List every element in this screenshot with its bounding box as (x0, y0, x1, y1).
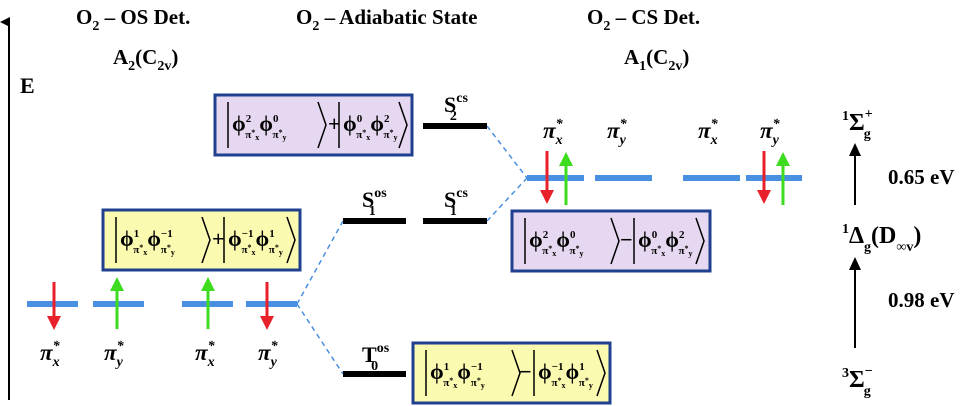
spin-up-arrow (776, 152, 790, 205)
energy-gap-lower: 0.98 eV (888, 288, 955, 312)
svg-text:ϕ1π*xϕ−1π*y: ϕ1π*xϕ−1π*y (120, 226, 175, 257)
header-cs-symmetry: A1(C2v) (624, 45, 689, 74)
adiabatic-state-levels (343, 123, 487, 377)
spin-down-arrow (757, 151, 771, 204)
orbital-label-piy: π*y (258, 339, 279, 370)
cs-orbital-labels: π*x π*y π*x π*y (543, 117, 781, 148)
header-adiabatic: O2 – Adiabatic State (296, 5, 477, 34)
term-sigma-minus: 3Σ−g (842, 364, 873, 399)
correlation-lines (296, 125, 528, 375)
energy-axis-label: E (20, 73, 35, 98)
energy-gap-arrow-upper (849, 143, 861, 205)
term-sigma-plus: 1Σ+g (842, 107, 873, 142)
header-os-symmetry: A2(C2v) (113, 45, 178, 74)
orbital-label-pix: π*x (698, 117, 719, 148)
svg-text:ϕ1π*xϕ−1π*y: ϕ1π*xϕ−1π*y (430, 359, 485, 390)
spin-down-arrow (47, 282, 61, 330)
orbital-label-pix: π*x (195, 339, 216, 370)
spin-down-arrow (540, 151, 554, 204)
term-delta: 1Δg(D∞v) (842, 222, 921, 255)
os-orbital-labels: π*x π*y π*x π*y (40, 339, 279, 370)
spin-up-arrow (559, 152, 573, 205)
orbital-label-pix: π*x (543, 117, 564, 148)
spin-up-arrow (110, 277, 124, 329)
energy-gap-upper: 0.65 eV (888, 165, 955, 189)
orbital-label-pix: π*x (40, 339, 61, 370)
spin-down-arrow (260, 282, 274, 330)
orbital-label-piy: π*y (760, 117, 781, 148)
orbital-label-piy: π*y (104, 339, 125, 370)
svg-text:−: − (620, 227, 633, 252)
orbital-label-piy: π*y (607, 117, 628, 148)
os-electron-arrows (47, 277, 274, 330)
header-os-det: O2 – OS Det. (76, 5, 190, 34)
svg-text:+: + (212, 226, 225, 251)
header-cs-det: O2 – CS Det. (587, 5, 700, 34)
spin-up-arrow (201, 277, 215, 329)
svg-text:−: − (519, 359, 532, 384)
cs-electron-arrows (540, 151, 790, 205)
svg-text:+: + (328, 111, 341, 136)
energy-gap-arrow-lower (849, 257, 861, 348)
